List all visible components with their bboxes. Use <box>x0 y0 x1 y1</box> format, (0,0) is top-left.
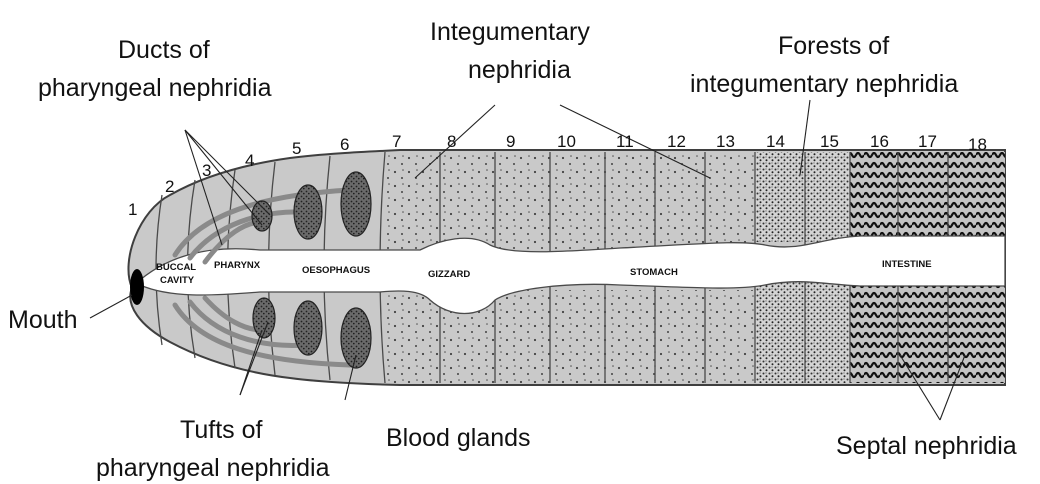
segment-number: 11 <box>616 132 634 151</box>
segment-number: 15 <box>820 132 839 151</box>
segment-number: 14 <box>766 132 785 151</box>
integumentary-label-line2: nephridia <box>468 56 571 84</box>
segment-number: 10 <box>557 132 576 151</box>
blood-glands-label: Blood glands <box>386 424 531 452</box>
segment-number: 8 <box>447 132 456 151</box>
tufts-label-line1: Tufts of <box>180 416 262 444</box>
stomach-label: STOMACH <box>630 267 678 278</box>
segment-number: 9 <box>506 132 515 151</box>
segment-number: 7 <box>392 132 401 151</box>
segment-number: 12 <box>667 132 686 151</box>
segment-number: 17 <box>918 132 937 151</box>
buccal-cavity-label: CAVITY <box>160 275 195 286</box>
forest-region-upper <box>755 152 850 242</box>
segment-number: 13 <box>716 132 735 151</box>
tufts-label-line2: pharyngeal nephridia <box>96 454 330 482</box>
septal-region-upper <box>850 152 1005 237</box>
segment-number: 5 <box>292 139 301 158</box>
gland-upper-6 <box>341 172 371 236</box>
segment-number: 16 <box>870 132 889 151</box>
forest-region-lower <box>755 280 850 383</box>
integumentary-label-line1: Integumentary <box>430 18 590 46</box>
oesophagus-label: OESOPHAGUS <box>302 265 370 276</box>
segment-number: 18 <box>968 135 987 154</box>
forests-label-line2: integumentary nephridia <box>690 70 958 98</box>
segment-number: 1 <box>128 200 137 219</box>
segment-number: 2 <box>165 177 174 196</box>
mouth-label: Mouth <box>8 306 77 334</box>
gland-lower-5 <box>294 301 322 355</box>
segment-number: 3 <box>202 161 211 180</box>
septal-nephridia-label: Septal nephridia <box>836 432 1017 460</box>
mouth-opening <box>130 269 144 305</box>
gizzard-label: GIZZARD <box>428 269 470 280</box>
segment-number: 6 <box>340 135 349 154</box>
septal-region-lower <box>850 285 1005 383</box>
forests-label-line1: Forests of <box>778 32 889 60</box>
ducts-label-line2: pharyngeal nephridia <box>38 74 272 102</box>
intestine-label: INTESTINE <box>882 259 932 270</box>
segment-number: 4 <box>245 151 254 170</box>
ducts-label-line1: Ducts of <box>118 36 210 64</box>
buccal-cavity-label: BUCCAL <box>156 262 196 273</box>
gland-lower-6 <box>341 308 371 368</box>
pharynx-label: PHARYNX <box>214 260 261 271</box>
gland-upper-5 <box>294 185 322 239</box>
